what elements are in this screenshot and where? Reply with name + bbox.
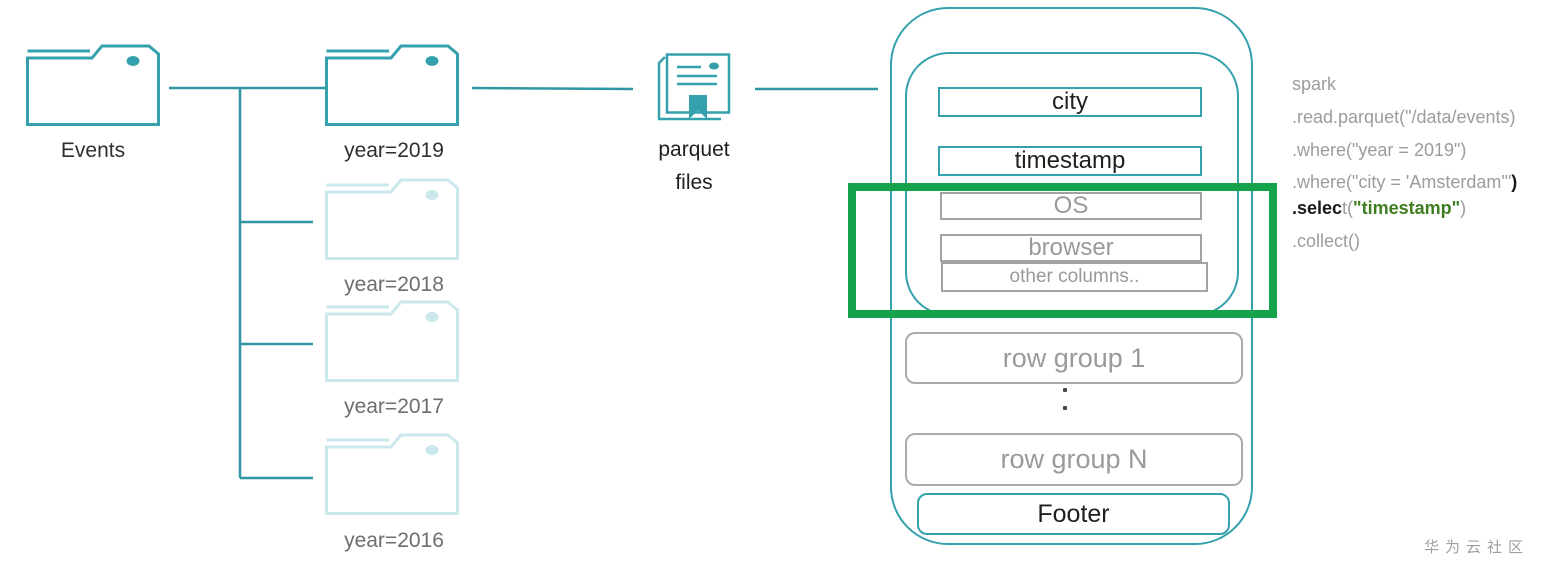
code-select-bold: .selec xyxy=(1292,198,1343,218)
code-line-where-city: .where("city = 'Amsterdam'") xyxy=(1292,172,1517,193)
row-group-1-box: row group 1 xyxy=(905,332,1243,384)
folder-label-year-2019: year=2019 xyxy=(344,139,444,162)
code-select-paren: ) xyxy=(1460,198,1467,218)
column-box-city: city xyxy=(938,87,1202,117)
parquet-file-outline xyxy=(890,7,1253,545)
column-box-os: OS xyxy=(940,192,1202,220)
parquet-document-icon xyxy=(655,53,733,121)
code-select-timestamp: "timestamp" xyxy=(1353,198,1461,218)
folder-icon-year-2017 xyxy=(325,300,459,382)
code-line-where-year: .where("year = 2019") xyxy=(1292,140,1467,160)
code-line-select: .select("timestamp") xyxy=(1292,198,1466,219)
code-line-spark: spark xyxy=(1292,74,1337,94)
code-line-collect: .collect() xyxy=(1292,231,1361,251)
column-box-browser: browser xyxy=(940,234,1202,262)
skipped-columns-highlight-box xyxy=(848,183,1277,318)
code-where-city-paren: ) xyxy=(1511,172,1518,192)
folder-icon-year-2019 xyxy=(325,44,459,126)
ellipsis-dot-2 xyxy=(1063,406,1067,410)
events-folder-label: Events xyxy=(60,139,126,162)
column-box-timestamp: timestamp xyxy=(938,146,1202,176)
row-group-n-box: row group N xyxy=(905,433,1243,486)
footer-box: Footer xyxy=(917,493,1230,535)
code-where-city-text: .where("city = 'Amsterdam'" xyxy=(1292,172,1512,192)
folder-label-year-2018: year=2018 xyxy=(344,273,444,296)
folder-icon-year-2018 xyxy=(325,178,459,260)
column-box-other-columns: other columns.. xyxy=(941,262,1208,292)
folder-label-year-2017: year=2017 xyxy=(344,395,444,418)
code-line-read-parquet: .read.parquet("/data/events) xyxy=(1292,107,1516,127)
folder-label-year-2016: year=2016 xyxy=(344,529,444,552)
events-folder-icon xyxy=(26,44,160,126)
parquet-files-label-line2: files xyxy=(675,171,713,194)
code-select-rest: t( xyxy=(1342,198,1354,218)
parquet-files-label: parquet files xyxy=(658,133,729,199)
folder-icon-year-2016 xyxy=(325,433,459,515)
ellipsis-dot-1 xyxy=(1063,388,1067,392)
watermark-text: 华为云社区 xyxy=(1424,539,1530,556)
parquet-files-label-line1: parquet xyxy=(658,138,730,161)
